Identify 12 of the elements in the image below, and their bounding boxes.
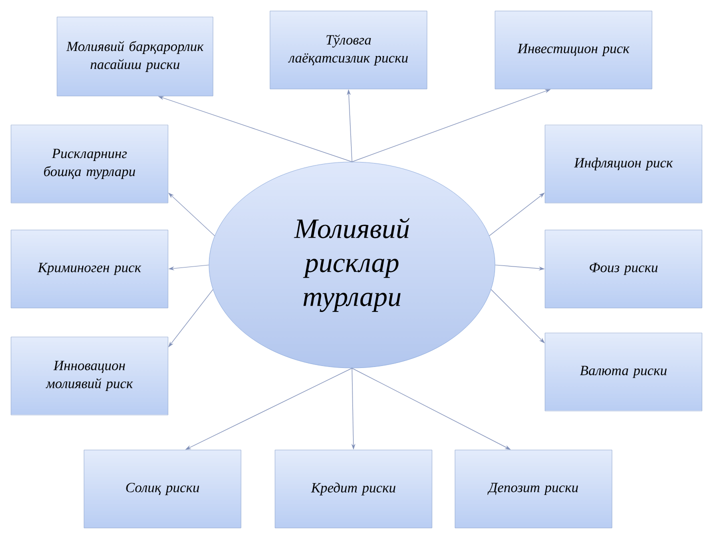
risk-box: Тўловга лаёқатсизлик риски [270,10,428,90]
risk-box: Молиявий барқарорлик пасайиш риски [56,16,214,96]
risk-box: Солиқ риски [84,450,242,528]
risk-box: Фоиз риски [544,230,702,308]
risk-box: Инновацион молиявий риск [10,336,168,416]
risk-box: Инфляцион риск [544,124,702,204]
risk-box: Криминоген риск [10,230,168,308]
risk-box: Депозит риски [454,450,612,528]
risk-box: Инвестицион риск [494,10,652,90]
risk-box: Валюта риски [544,332,702,412]
risk-box: Рискларнинг бошқа турлари [10,124,168,204]
risk-box: Кредит риски [274,450,432,528]
